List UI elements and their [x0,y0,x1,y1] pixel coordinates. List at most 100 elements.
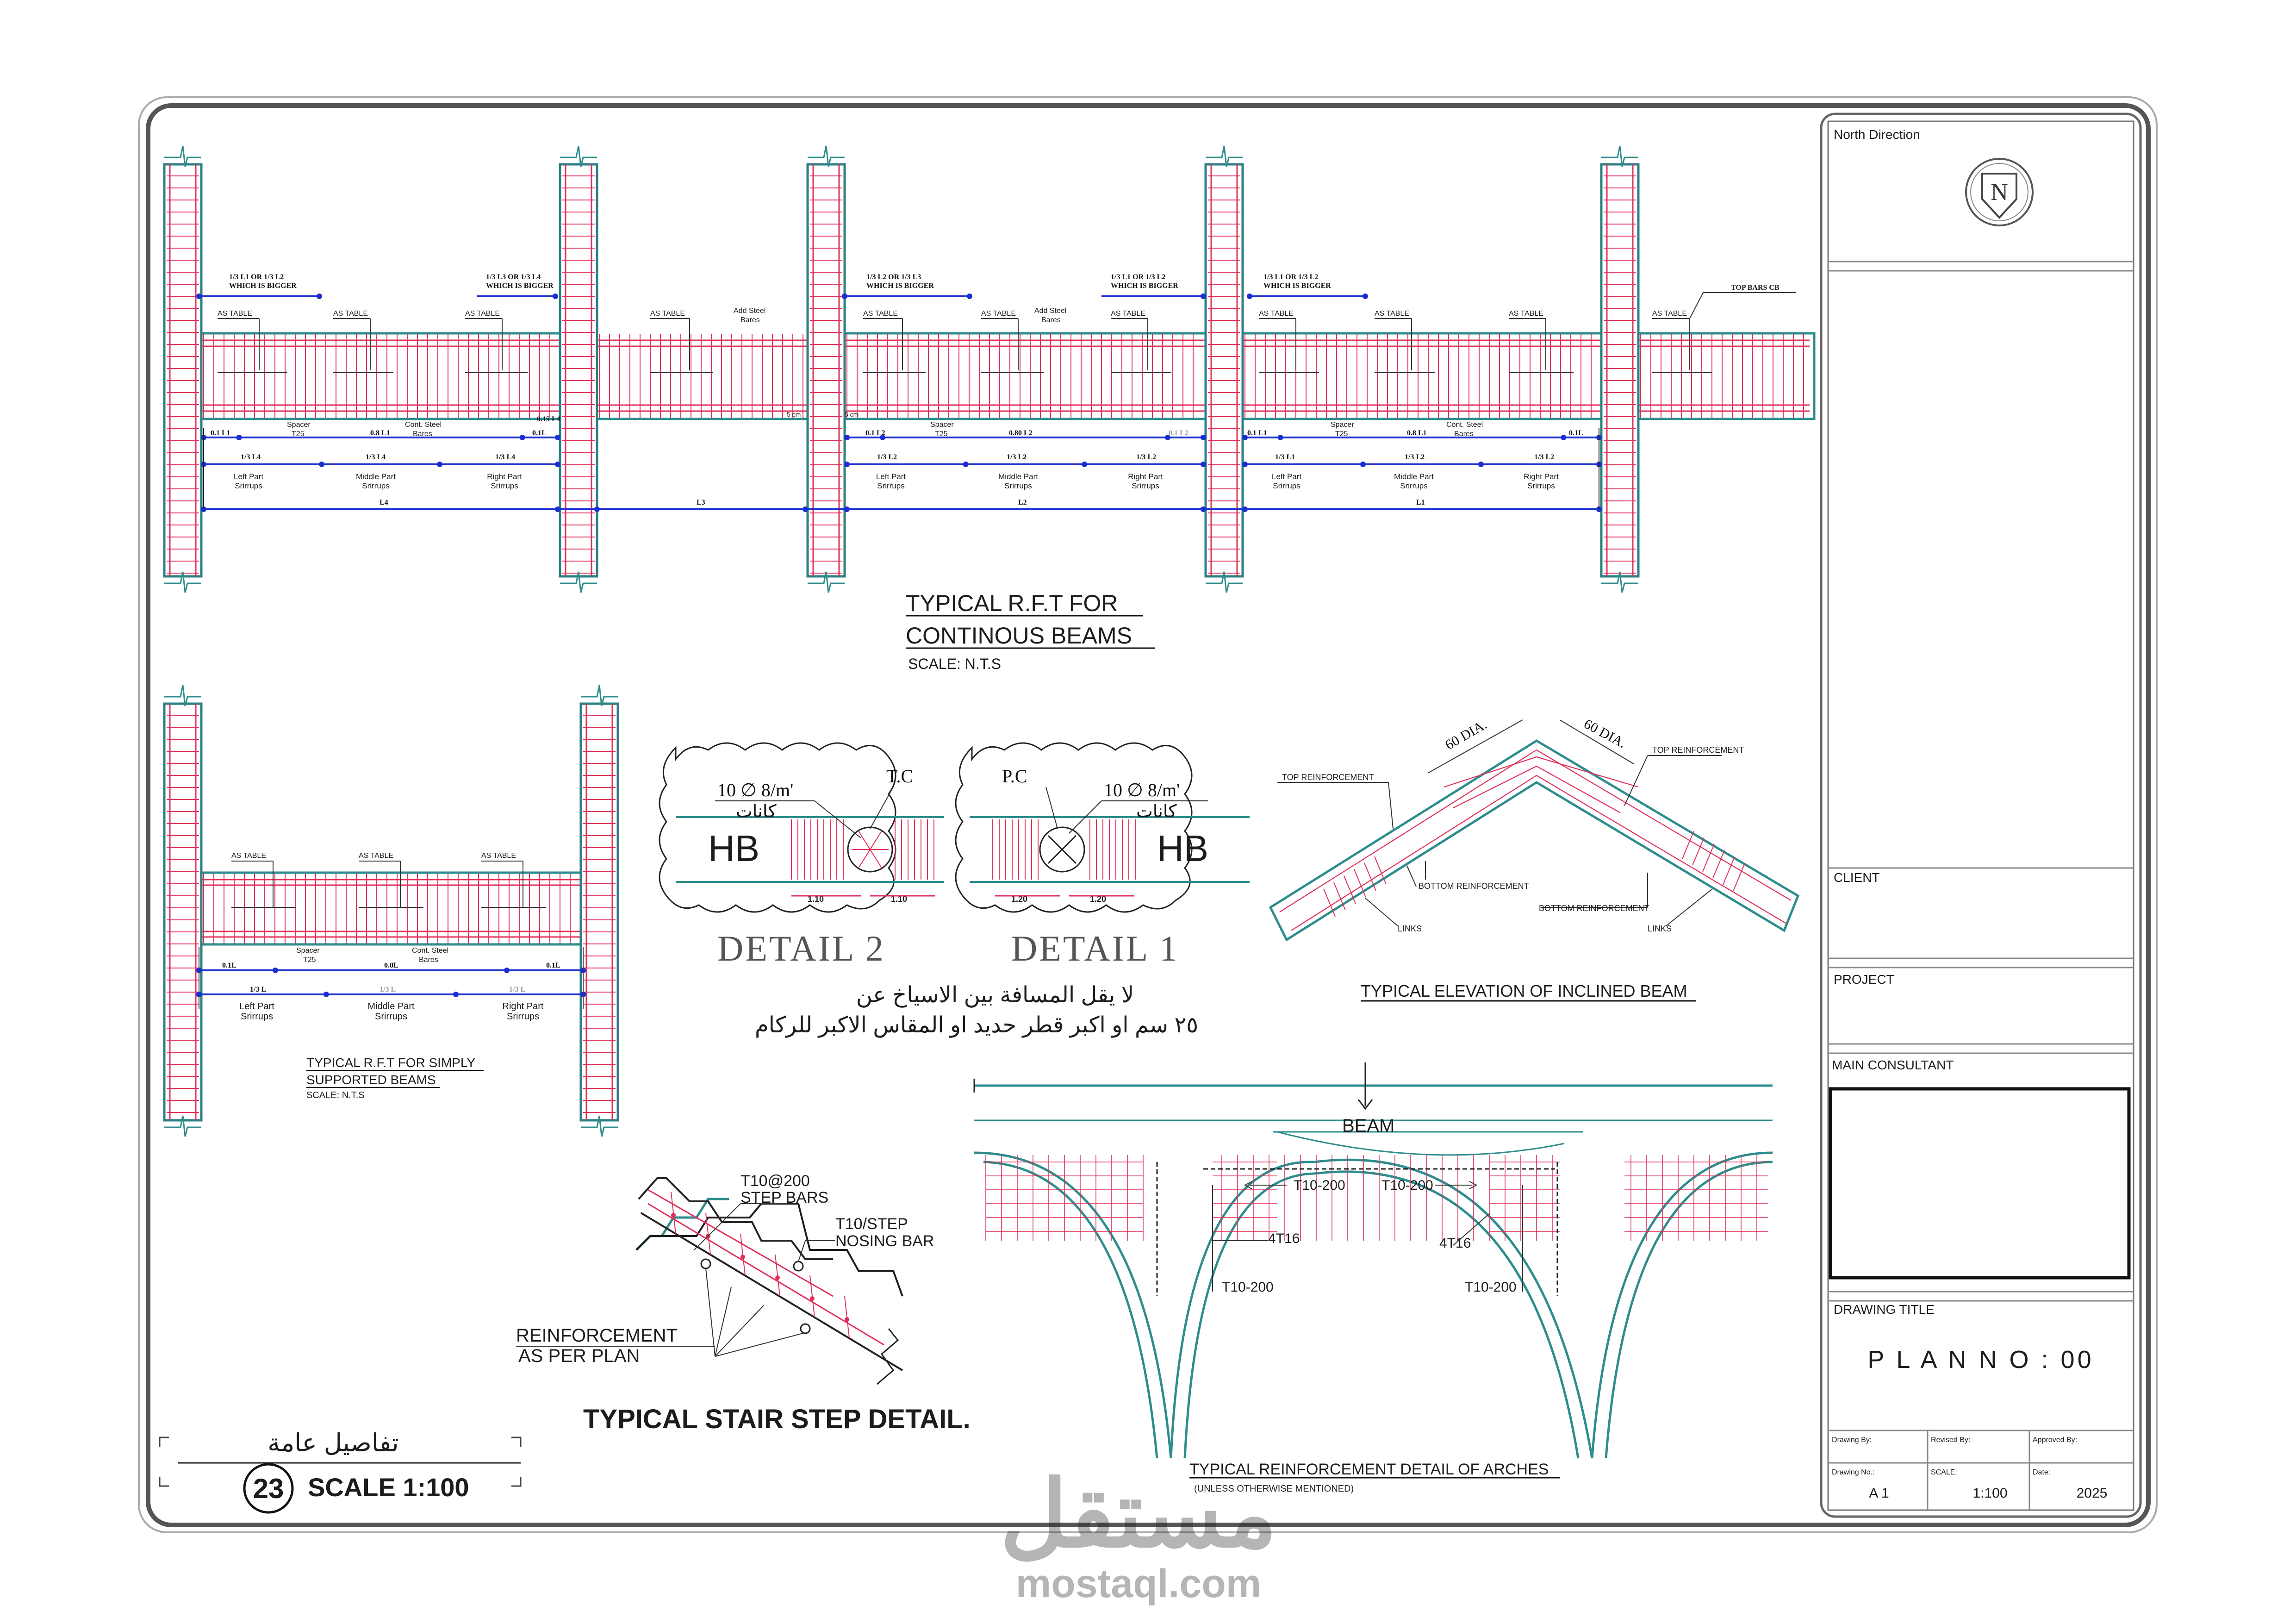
third-label: 1/3 L [509,986,525,993]
as-table-label: AS TABLE [1509,310,1543,318]
spacer-label: T25 [1335,430,1348,438]
date-value: 2025 [2077,1486,2108,1501]
third-label: 1/3 L [250,986,266,993]
note-top: 1/3 L1 OR 1/3 L2 [1111,273,1165,281]
third-label: 1/3 L2 [1405,453,1425,461]
add-steel-label: Add Steel [1034,307,1066,315]
link [1702,843,1715,872]
cont-steel-label: Cont. Steel [412,947,448,955]
add-steel-label: Add Steel [734,307,765,315]
as-table-label: AS TABLE [1652,310,1687,318]
inclined-beam-title: TYPICAL ELEVATION OF INCLINED BEAM [1361,981,1687,1000]
dimension-dot [555,435,560,440]
simple-beam-scale: SCALE: N.T.S [306,1090,365,1100]
simply-supported-beam-detail: AS TABLE AS TABLE AS TABLE Spacer T25 Co… [163,685,619,1137]
span-label: L4 [380,499,388,506]
stirrup-label: Srirrups [1004,481,1032,490]
reinforcement-label: AS PER PLAN [518,1346,640,1366]
cont-steel-label: Cont. Steel [405,421,442,429]
revised-by-label: Revised By: [1931,1436,1970,1444]
dimension-dot [1561,435,1567,440]
drawing-title-label: DRAWING TITLE [1834,1302,1935,1317]
link [1712,850,1725,879]
third-label: 1/3 L4 [241,453,261,461]
note-top: WHICH IS BIGGER [229,282,297,290]
break-line [808,571,845,593]
continuous-beams-scale: SCALE: N.T.S [908,656,1001,672]
as-table-label: AS TABLE [359,852,393,860]
stair-step-detail: T10@200 STEP BARS T10/STEP NOSING BAR RE… [516,1172,971,1434]
cover-label: 5 cm [845,411,859,418]
title-block: North Direction N CLIENT PROJECT MAIN CO… [1820,112,2142,1518]
arabic-sheet-title: تفاصيل عامة [268,1429,398,1457]
dim-label: 0.1L [532,429,547,437]
sheet-label: تفاصيل عامة 23 SCALE 1:100 [159,1429,522,1514]
stirrup-label: Srirrups [877,481,905,490]
stirrup-label: Middle Part [998,472,1038,481]
stirrup-label: Srirrups [1273,481,1300,490]
dia-label: 60 DIA. [1443,717,1490,753]
dimension-dot [1242,435,1248,440]
break-line [1601,571,1638,593]
as-table-label: AS TABLE [218,310,252,318]
arches-detail: BEAM T10-200 T10-200 T10-200 T10-200 4T1… [973,1062,1773,1494]
break-line [1206,145,1243,167]
stirrup-label: Middle Part [356,472,396,481]
link [1344,875,1356,904]
dimension-dot [1201,506,1206,512]
stirrup-label: Srirrups [235,481,262,490]
links-label: LINKS [1648,924,1672,933]
dim-label: 1.10 [808,894,824,904]
stirrup-label: Left Part [876,472,906,481]
span-label: L1 [1416,499,1425,506]
as-table-label: AS TABLE [1375,310,1409,318]
reinforcement-label: REINFORCEMENT [516,1325,678,1346]
link [1374,856,1387,885]
dimension-dot [844,506,850,512]
detail-2: HB 10 ∅ 8/m' كانات T.C 1.10 1.10 DETAIL … [659,742,944,968]
as-table-label: AS TABLE [1111,310,1145,318]
link [1682,831,1694,859]
date-label: Date: [2033,1468,2050,1476]
dimension-dot [555,506,560,512]
dimension-dot [844,435,850,440]
dimension-dot [844,462,850,467]
dimension-dot [519,435,525,440]
break-line [1206,571,1243,593]
note-top: 1/3 L1 OR 1/3 L2 [229,273,284,281]
dim-label: 0.1 L2 [1169,429,1188,437]
watermark-latin: mostaql.com [1016,1562,1261,1606]
hb-label: HB [708,828,759,869]
dimension-dot [1201,462,1206,467]
scale-value: 1:100 [1972,1486,2007,1501]
break-line [164,571,201,593]
spacer-label: Spacer [930,421,954,429]
nosing-bar-label: T10/STEP [835,1215,908,1233]
dim-label: 0.1L [546,962,560,969]
continuous-beams-detail: 1/3 L1 OR 1/3 L2 WHICH IS BIGGER 1/3 L3 … [163,145,1816,672]
approved-by-label: Approved By: [2033,1436,2077,1444]
break-line [581,685,618,706]
stirrup-label: Srirrups [362,481,390,490]
dimension-dot [555,462,560,467]
dimension-dot [236,435,242,440]
as-table-label: AS TABLE [1259,310,1294,318]
inner-border [146,103,2151,1527]
stirrup-label: Right Part [1524,472,1559,481]
stirrup-label: Left Part [239,1001,274,1012]
stirrup-label: Srirrups [491,481,518,490]
kanat-label: كانات [1136,802,1177,821]
stirrup-spec: 10 ∅ 8/m' [1104,780,1180,800]
project-label: PROJECT [1834,972,1894,987]
third-label: 1/3 L4 [366,453,386,461]
dim-label: 0.8 L1 [370,429,390,437]
detail-1: HB 10 ∅ 8/m' كانات P.C 1.20 1.20 DETAIL … [955,742,1250,968]
stirrup-label: Right Part [487,472,522,481]
dimension-dot [319,462,324,467]
beam-stirrups [203,334,1804,418]
rebar-dot [740,1255,745,1259]
arabic-note-line-2: ٢٥ سم او اكبر قطر حديد او المقاس الاكبر … [755,1013,1198,1038]
pc-label: P.C [1002,766,1027,787]
beam-stirrups [203,874,571,943]
